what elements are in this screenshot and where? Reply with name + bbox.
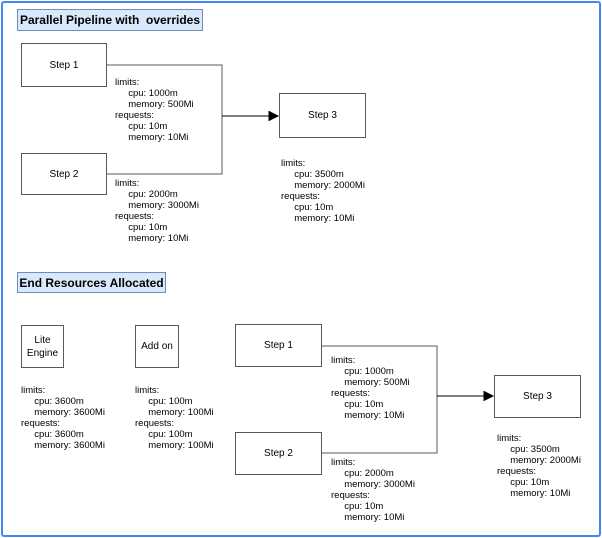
section-title-end-resources: End Resources Allocated	[17, 272, 166, 293]
node-step3-top: Step 3	[279, 93, 366, 138]
resources-step1-bottom: limits: cpu: 1000m memory: 500Mi request…	[331, 355, 410, 421]
node-step2-bottom: Step 2	[235, 432, 322, 475]
node-add-on: Add on	[135, 325, 179, 368]
node-step1-bottom: Step 1	[235, 324, 322, 367]
resources-step2-bottom: limits: cpu: 2000m memory: 3000Mi reques…	[331, 457, 415, 523]
resources-step1-top: limits: cpu: 1000m memory: 500Mi request…	[115, 77, 194, 143]
top-arrowhead-icon	[268, 110, 280, 122]
section-title-parallel-pipeline: Parallel Pipeline with overrides	[17, 9, 203, 31]
resources-step3-top: limits: cpu: 3500m memory: 2000Mi reques…	[281, 158, 365, 224]
bottom-arrowhead-icon	[483, 390, 495, 402]
resources-add-on: limits: cpu: 100m memory: 100Mi requests…	[135, 385, 214, 451]
node-step1-top: Step 1	[21, 43, 107, 87]
node-lite-engine: Lite Engine	[21, 325, 64, 368]
resources-step2-top: limits: cpu: 2000m memory: 3000Mi reques…	[115, 178, 199, 244]
resources-lite-engine: limits: cpu: 3600m memory: 3600Mi reques…	[21, 385, 105, 451]
node-step2-top: Step 2	[21, 153, 107, 195]
node-step3-bottom: Step 3	[494, 375, 581, 418]
resources-step3-bottom: limits: cpu: 3500m memory: 2000Mi reques…	[497, 433, 581, 499]
